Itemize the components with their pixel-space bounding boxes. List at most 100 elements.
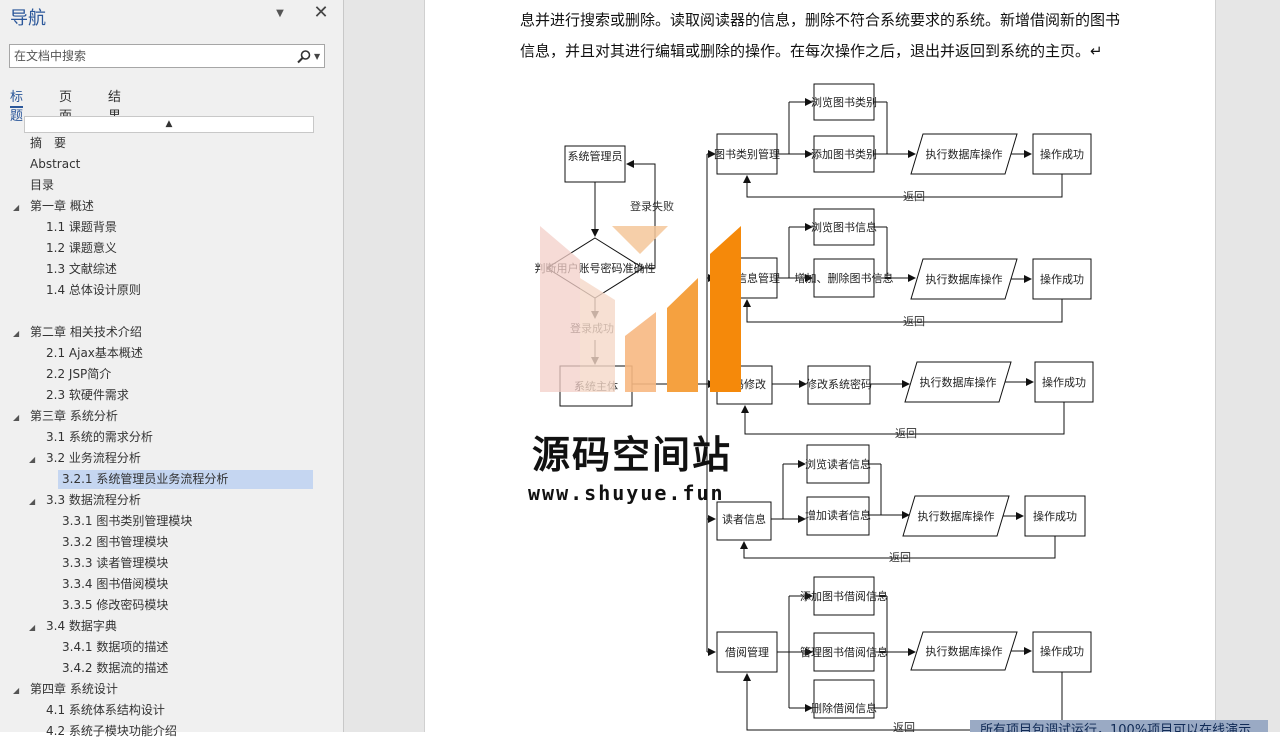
heading-tree-item-label: 2.2 JSP简介 bbox=[46, 367, 112, 381]
heading-tree-item-label: 目录 bbox=[30, 178, 55, 192]
expand-toggle-icon[interactable]: ◢ bbox=[13, 413, 20, 422]
business-flowchart: 系统管理员 登录失败 判断用户账号密码准确性 登录成功 系统主体 图书类别管理 … bbox=[535, 83, 1094, 732]
expand-toggle-icon[interactable]: ◢ bbox=[29, 497, 36, 506]
exec-db-label-4: 执行数据库操作 bbox=[918, 509, 995, 523]
manage-borrow-label: 管理图书借阅信息 bbox=[800, 645, 888, 659]
heading-tree-item[interactable]: 目录 bbox=[30, 176, 54, 195]
success-label-3: 操作成功 bbox=[1042, 375, 1086, 389]
heading-tree-item[interactable]: 4.1 系统体系结构设计 bbox=[46, 701, 165, 720]
heading-tree-item-label: 3.3.1 图书类别管理模块 bbox=[62, 514, 193, 528]
heading-tree-item-label: 3.1 系统的需求分析 bbox=[46, 430, 153, 444]
heading-tree-item[interactable]: 2.1 Ajax基本概述 bbox=[46, 344, 143, 363]
nav-close-icon[interactable]: ✕ bbox=[313, 2, 329, 23]
heading-tree-item-label: 3.4.2 数据流的描述 bbox=[62, 661, 169, 675]
heading-tree-item[interactable]: 第三章 系统分析 bbox=[30, 407, 118, 426]
tab-headings[interactable]: 标题 bbox=[10, 86, 24, 124]
tab-pages[interactable]: 页面 bbox=[59, 90, 73, 124]
heading-tree-item[interactable]: 3.2.1 系统管理员业务流程分析 bbox=[58, 470, 313, 489]
heading-tree-item-label: 3.2 业务流程分析 bbox=[46, 451, 141, 465]
reader-info-label: 读者信息 bbox=[722, 512, 766, 526]
heading-tree-item[interactable]: 3.4.2 数据流的描述 bbox=[62, 659, 168, 678]
admin-box bbox=[564, 145, 626, 183]
expand-toggle-icon[interactable]: ◢ bbox=[13, 203, 20, 212]
document-right-margin bbox=[1216, 0, 1280, 732]
change-pwd-label: 修改系统密码 bbox=[806, 377, 872, 391]
heading-tree-item[interactable]: 1.3 文献综述 bbox=[46, 260, 117, 279]
heading-tree-item[interactable]: 3.3.5 修改密码模块 bbox=[62, 596, 168, 615]
heading-tree-item-label: 第四章 系统设计 bbox=[30, 682, 118, 696]
heading-tree-item[interactable]: 3.3.3 读者管理模块 bbox=[62, 554, 168, 573]
expand-toggle-icon[interactable]: ◢ bbox=[29, 455, 36, 464]
expand-toggle-icon[interactable]: ◢ bbox=[13, 329, 20, 338]
exec-db-label-1: 执行数据库操作 bbox=[926, 147, 1003, 161]
heading-tree-item-label: 第一章 概述 bbox=[30, 199, 94, 213]
heading-tree-item-label: 3.3.3 读者管理模块 bbox=[62, 556, 169, 570]
success-label-1: 操作成功 bbox=[1040, 147, 1084, 161]
success-label-5: 操作成功 bbox=[1040, 644, 1084, 658]
heading-tree-item-label: 1.1 课题背景 bbox=[46, 220, 117, 234]
browse-book-label: 浏览图书信息 bbox=[811, 220, 877, 234]
expand-toggle-icon[interactable]: ◢ bbox=[13, 686, 20, 695]
heading-tree-item[interactable]: 3.3 数据流程分析 bbox=[46, 491, 141, 510]
heading-tree-item-label: 2.1 Ajax基本概述 bbox=[46, 346, 143, 360]
heading-tree-item-label: 3.3 数据流程分析 bbox=[46, 493, 141, 507]
heading-tree-item[interactable]: 2.2 JSP简介 bbox=[46, 365, 111, 384]
heading-tree-item[interactable]: 3.3.4 图书借阅模块 bbox=[62, 575, 168, 594]
heading-tree-item[interactable]: 1.1 课题背景 bbox=[46, 218, 117, 237]
delete-borrow-label: 删除借阅信息 bbox=[811, 701, 877, 715]
success-label-2: 操作成功 bbox=[1040, 272, 1084, 286]
search-options-chevron-icon[interactable]: ▼ bbox=[314, 52, 321, 61]
tab-results[interactable]: 结果 bbox=[108, 90, 122, 124]
heading-tree-item[interactable]: 1.2 课题意义 bbox=[46, 239, 117, 258]
system-main-label: 系统主体 bbox=[574, 379, 618, 393]
heading-tree-item[interactable]: 2.3 软硬件需求 bbox=[46, 386, 129, 405]
heading-tree-item-label: 3.3.2 图书管理模块 bbox=[62, 535, 169, 549]
heading-tree-item[interactable]: 3.4 数据字典 bbox=[46, 617, 117, 636]
heading-tree-item-label: 4.2 系统子模块功能介绍 bbox=[46, 724, 177, 738]
heading-tree-item[interactable]: 第四章 系统设计 bbox=[30, 680, 118, 699]
body-paragraph-line-2: 信息，并且对其进行编辑或删除的操作。在每次操作之后，退出并返回到系统的主页。↵ bbox=[520, 42, 1103, 60]
nav-search-box[interactable]: ▼ bbox=[9, 44, 325, 68]
heading-tree-item-label: 3.3.4 图书借阅模块 bbox=[62, 577, 169, 591]
admin-label: 系统管理员 bbox=[568, 149, 623, 163]
heading-tree-item-label: 2.3 软硬件需求 bbox=[46, 388, 129, 402]
success-label-4: 操作成功 bbox=[1033, 509, 1077, 523]
add-borrow-label: 添加图书借阅信息 bbox=[800, 589, 888, 603]
heading-tree-item-label: Abstract bbox=[30, 157, 81, 171]
watermark-url: www.shuyue.fun bbox=[528, 481, 725, 505]
document-page: 息并进行搜索或删除。读取阅读器的信息，删除不符合系统要求的系统。新增借阅新的图书… bbox=[424, 0, 1216, 732]
nav-options-chevron-icon[interactable]: ▼ bbox=[276, 8, 284, 19]
exec-db-label-3: 执行数据库操作 bbox=[920, 375, 997, 389]
login-check-label: 判断用户账号密码准确性 bbox=[535, 261, 656, 275]
login-success-label: 登录成功 bbox=[570, 321, 614, 335]
heading-tree-item[interactable]: 3.1 系统的需求分析 bbox=[46, 428, 153, 447]
expand-toggle-icon[interactable]: ◢ bbox=[29, 623, 36, 632]
scroll-up-icon[interactable]: ▲ bbox=[24, 116, 314, 133]
pwd-change-label: 密码修改 bbox=[722, 377, 766, 391]
watermark-name: 源码空间站 bbox=[532, 433, 733, 477]
heading-tree-item[interactable]: 第一章 概述 bbox=[30, 197, 94, 216]
nav-search-input[interactable] bbox=[10, 45, 294, 67]
heading-tree-item[interactable]: 3.3.1 图书类别管理模块 bbox=[62, 512, 192, 531]
borrow-mgmt-label: 借阅管理 bbox=[725, 645, 769, 659]
heading-tree-item-label: 第二章 相关技术介绍 bbox=[30, 325, 142, 339]
browse-category-label: 浏览图书类别 bbox=[811, 95, 877, 109]
exec-db-label-2: 执行数据库操作 bbox=[926, 272, 1003, 286]
heading-tree-item[interactable]: 第二章 相关技术介绍 bbox=[30, 323, 142, 342]
heading-tree-item[interactable]: Abstract bbox=[30, 155, 80, 174]
heading-tree-item-label: 摘 要 bbox=[30, 136, 67, 150]
browse-reader-label: 浏览读者信息 bbox=[805, 457, 871, 471]
book-info-mgmt-label: 图书信息管理 bbox=[714, 271, 780, 285]
heading-tree-item[interactable]: 1.4 总体设计原则 bbox=[46, 281, 141, 300]
heading-tree-item[interactable]: 3.3.2 图书管理模块 bbox=[62, 533, 168, 552]
heading-tree-item-label: 3.2.1 系统管理员业务流程分析 bbox=[62, 472, 229, 486]
heading-tree-item-label: 第三章 系统分析 bbox=[30, 409, 118, 423]
heading-tree-item-label: 4.1 系统体系结构设计 bbox=[46, 703, 165, 717]
search-icon[interactable] bbox=[296, 49, 312, 65]
heading-tree-item[interactable]: 3.2 业务流程分析 bbox=[46, 449, 141, 468]
return-label-3: 返回 bbox=[895, 427, 917, 440]
heading-tree-item[interactable]: 摘 要 bbox=[30, 134, 66, 153]
return-label-2: 返回 bbox=[903, 315, 925, 328]
heading-tree-item[interactable]: 3.4.1 数据项的描述 bbox=[62, 638, 168, 657]
